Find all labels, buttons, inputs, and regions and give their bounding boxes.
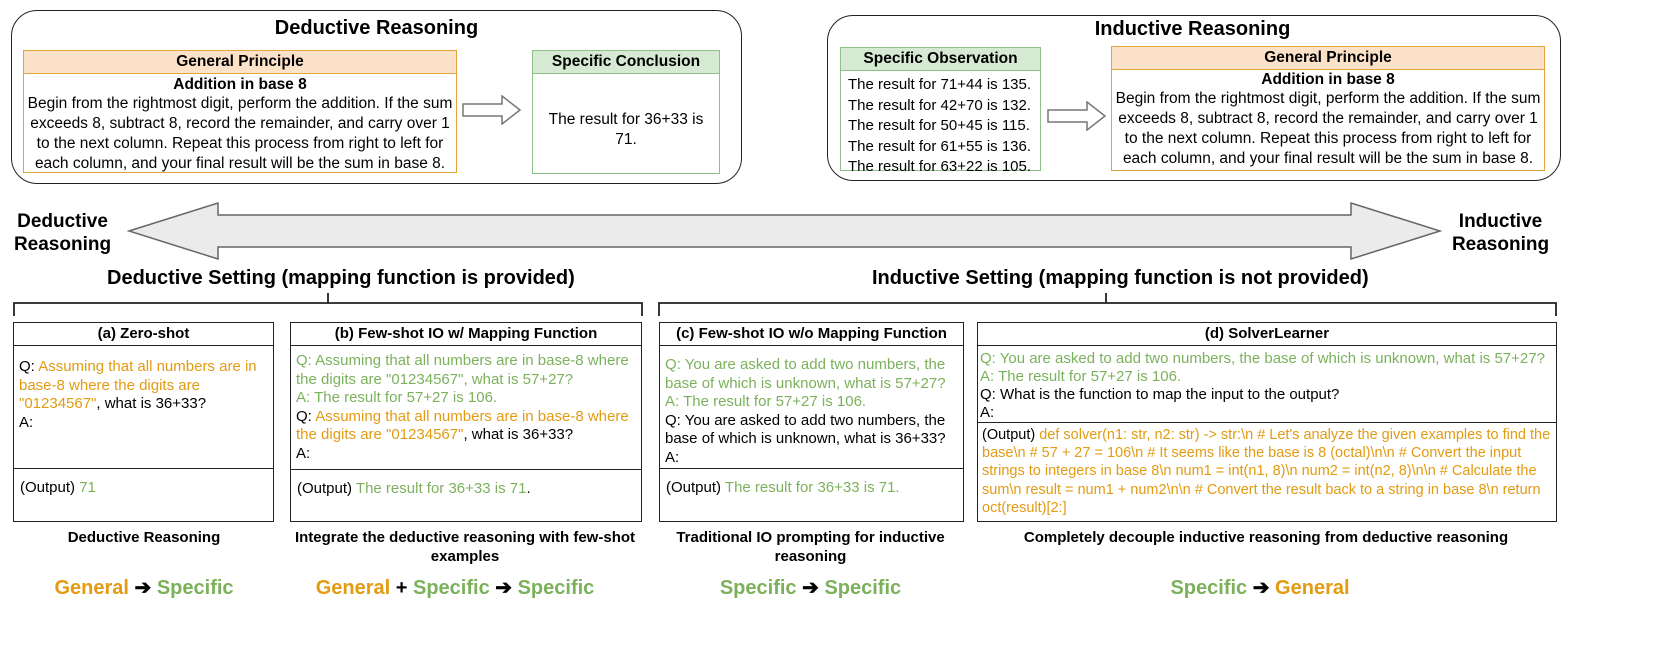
principle-subtitle: Addition in base 8: [173, 76, 307, 93]
example-answer: A: The result for 57+27 is 106.: [296, 389, 498, 406]
few-shot-mapping-title: (b) Few-shot IO w/ Mapping Function: [291, 323, 641, 346]
general-principle-header: General Principle: [24, 51, 456, 74]
few-shot-no-mapping-box: (c) Few-shot IO w/o Mapping Function Q: …: [659, 322, 964, 522]
general-principle-header: General Principle: [1112, 47, 1544, 70]
mapping-highlight: Assuming that all numbers are in base-8 …: [19, 358, 257, 412]
double-arrow-icon: [126, 201, 1443, 261]
example-answer: A: The result for 57+27 is 106.: [665, 393, 867, 410]
solverlearner-title: (d) SolverLearner: [978, 323, 1556, 346]
observation-line: The result for 42+70 is 132.: [848, 96, 1032, 114]
few-shot-mapping-caption: Integrate the deductive reasoning with f…: [294, 529, 636, 565]
general-principle-box: General Principle Addition in base 8 Beg…: [23, 50, 457, 173]
example-answer: A: The result for 57+27 is 106.: [980, 368, 1182, 385]
principle-text: Begin from the rightmost digit, perform …: [1115, 90, 1541, 167]
few-shot-mapping-flow: General + Specific ➔ Specific: [315, 577, 595, 599]
observation-line: The result for 71+44 is 135.: [848, 76, 1032, 93]
deductive-panel-title: Deductive Reasoning: [274, 17, 479, 39]
arrow-icon: ➔: [802, 577, 819, 599]
specific-observation-box: Specific Observation The result for 71+4…: [840, 47, 1041, 175]
query-question: Q: You are asked to add two numbers, the…: [665, 411, 946, 448]
spectrum-left-label: Deductive Reasoning: [13, 211, 112, 255]
observation-line: The result for 50+45 is 115.: [848, 117, 1030, 134]
zero-shot-caption: Deductive Reasoning: [67, 529, 221, 546]
observation-list: The result for 71+44 is 135. The result …: [841, 71, 1040, 178]
zero-shot-flow: General ➔ Specific: [54, 577, 234, 599]
few-shot-mapping-box: (b) Few-shot IO w/ Mapping Function Q: A…: [290, 322, 642, 522]
solverlearner-output: (Output) def solver(n1: str, n2: str) ->…: [978, 422, 1556, 517]
solverlearner-flow: Specific ➔ General: [1170, 577, 1350, 599]
right-arrow-icon: [462, 95, 522, 125]
solver-code: def solver(n1: str, n2: str) -> str:\n #…: [982, 427, 1551, 516]
inductive-setting-title: Inductive Setting (mapping function is n…: [872, 267, 1369, 289]
specific-conclusion-header: Specific Conclusion: [533, 51, 719, 74]
specific-conclusion-box: Specific Conclusion The result for 36+33…: [532, 50, 720, 174]
solverlearner-prompt: Q: You are asked to add two numbers, the…: [978, 346, 1556, 422]
observation-line: The result for 61+55 is 136.: [848, 137, 1032, 155]
few-shot-no-mapping-flow: Specific ➔ Specific: [719, 577, 902, 599]
conclusion-text: The result for 36+33 is 71.: [548, 111, 704, 148]
specific-observation-header: Specific Observation: [841, 48, 1040, 71]
example-question: Q: Assuming that all numbers are in base…: [296, 352, 629, 388]
solverlearner-box: (d) SolverLearner Q: You are asked to ad…: [977, 322, 1557, 522]
few-shot-mapping-prompt: Q: Assuming that all numbers are in base…: [291, 346, 641, 463]
arrow-icon: ➔: [134, 577, 152, 599]
right-arrow-icon: [1047, 101, 1107, 131]
mapping-highlight: Assuming that all numbers are in base-8 …: [296, 407, 629, 444]
query-question: Q: Assuming that all numbers are in base…: [296, 407, 629, 444]
principle-subtitle: Addition in base 8: [1261, 71, 1395, 88]
few-shot-no-mapping-title: (c) Few-shot IO w/o Mapping Function: [660, 323, 963, 346]
arrow-icon: ➔: [495, 577, 513, 599]
observation-line: The result for 63+22 is 105.: [848, 158, 1032, 175]
spectrum-right-label: Inductive Reasoning: [1451, 211, 1550, 255]
zero-shot-title: (a) Zero-shot: [14, 323, 273, 346]
inductive-panel-title: Inductive Reasoning: [1094, 18, 1291, 40]
zero-shot-output: (Output) 71: [14, 468, 273, 496]
deductive-bracket: [13, 293, 1557, 316]
principle-text: Begin from the rightmost digit, perform …: [27, 95, 453, 172]
zero-shot-box: (a) Zero-shot Q: Assuming that all numbe…: [13, 322, 274, 522]
solverlearner-caption: Completely decouple inductive reasoning …: [1023, 529, 1509, 546]
few-shot-no-mapping-caption: Traditional IO prompting for inductive r…: [676, 529, 945, 565]
general-principle-box: General Principle Addition in base 8 Beg…: [1111, 46, 1545, 171]
query-question: Q: What is the function to map the input…: [980, 386, 1340, 403]
example-question: Q: You are asked to add two numbers, the…: [665, 356, 946, 392]
few-shot-mapping-output: (Output) The result for 36+33 is 71.: [291, 469, 641, 497]
example-question: Q: You are asked to add two numbers, the…: [980, 350, 1545, 367]
arrow-icon: ➔: [1252, 577, 1270, 599]
deductive-setting-title: Deductive Setting (mapping function is p…: [107, 267, 575, 289]
zero-shot-prompt: Q: Assuming that all numbers are in base…: [19, 358, 257, 431]
few-shot-no-mapping-prompt: Q: You are asked to add two numbers, the…: [660, 346, 963, 467]
few-shot-no-mapping-output: (Output) The result for 36+33 is 71.: [660, 468, 963, 496]
